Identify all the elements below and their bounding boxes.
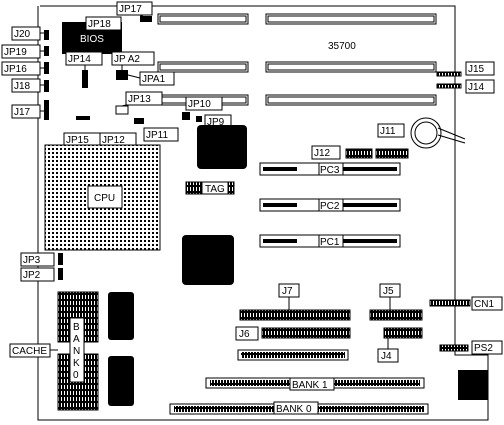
jp10-jp9: JP10 JP9	[182, 96, 232, 129]
label-jp11: JP11	[146, 130, 168, 141]
left-edge-headers	[44, 30, 49, 120]
label-jpa1: JPA1	[142, 74, 166, 85]
label-j14: J14	[468, 82, 485, 93]
label-jp17: JP17	[119, 4, 142, 15]
cpu-socket: CPU	[44, 144, 161, 251]
chipset-bottom	[182, 235, 234, 285]
label-j6: J6	[239, 329, 250, 340]
label-jp13: JP13	[128, 94, 151, 105]
bank0-letter-5: 0	[73, 370, 79, 381]
upper-jumpers: JP18 JP17 JP14 JP A2 JPA1 JP13	[65, 1, 175, 115]
j5-j4: J5 J4	[369, 283, 423, 363]
bank0-letter-1: B	[73, 322, 80, 333]
label-pc1: PC1	[320, 237, 340, 248]
label-j18: J18	[14, 81, 31, 92]
label-pc3: PC3	[320, 165, 340, 176]
label-jpa2: JP A2	[114, 54, 140, 65]
cpu-label: CPU	[94, 193, 115, 204]
label-jp16: JP16	[4, 64, 27, 75]
label-j12: J12	[314, 148, 331, 159]
label-j11: J11	[380, 126, 396, 137]
label-jp12: JP12	[102, 135, 125, 146]
label-ps2: PS2	[474, 343, 493, 354]
isa-slots	[157, 13, 437, 106]
label-jp10: JP10	[188, 99, 211, 110]
label-j7: J7	[282, 286, 293, 297]
battery	[410, 117, 466, 149]
board-outline	[37, 5, 489, 421]
keyboard-connector	[458, 370, 488, 400]
j11-j12: J11 J12	[311, 123, 409, 160]
label-jp15: JP15	[66, 135, 89, 146]
cn1-ps2: CN1 PS2	[429, 296, 503, 355]
jp3-jp2: JP3 JP2	[20, 252, 63, 282]
chipset-top	[197, 125, 247, 169]
label-j20: J20	[14, 29, 31, 40]
label-jp3: JP3	[23, 255, 41, 266]
label-jp14: JP14	[68, 54, 91, 65]
label-bank0: BANK 0	[276, 404, 312, 415]
label-j15: J15	[468, 64, 485, 75]
bank0-letter-4: K	[73, 358, 80, 369]
label-jp9: JP9	[207, 117, 225, 128]
tag-sram: TAG	[185, 181, 235, 195]
label-j17: J17	[14, 107, 31, 118]
left-labels: J20 JP19 JP16 J18 J17	[1, 26, 44, 119]
j7-j6: J7 J6	[235, 283, 351, 361]
bios-label: BIOS	[80, 34, 104, 45]
board-model: 35700	[328, 41, 356, 52]
label-j4: J4	[381, 351, 392, 362]
simm-banks: BANK 1 BANK 0	[169, 377, 429, 415]
label-j5: J5	[383, 286, 394, 297]
bank0-letter-2: A	[73, 334, 80, 345]
label-jp19: JP19	[4, 47, 27, 58]
bank0-letter-3: N	[73, 346, 80, 357]
label-jp18: JP18	[88, 19, 111, 30]
cpu-jumpers: JP15 JP12 JP11	[63, 116, 179, 147]
label-jp2: JP2	[23, 270, 41, 281]
label-pc2: PC2	[320, 201, 340, 212]
label-bank1: BANK 1	[292, 380, 328, 391]
cache-label: CACHE	[12, 346, 47, 357]
cache-sram: B A N K 0 CACHE	[9, 291, 134, 411]
label-cn1: CN1	[474, 299, 494, 310]
j15-j14: J15 J14	[436, 61, 495, 94]
tag-label: TAG	[205, 184, 225, 195]
pci-slots: PC3 PC2 PC1	[259, 162, 401, 248]
